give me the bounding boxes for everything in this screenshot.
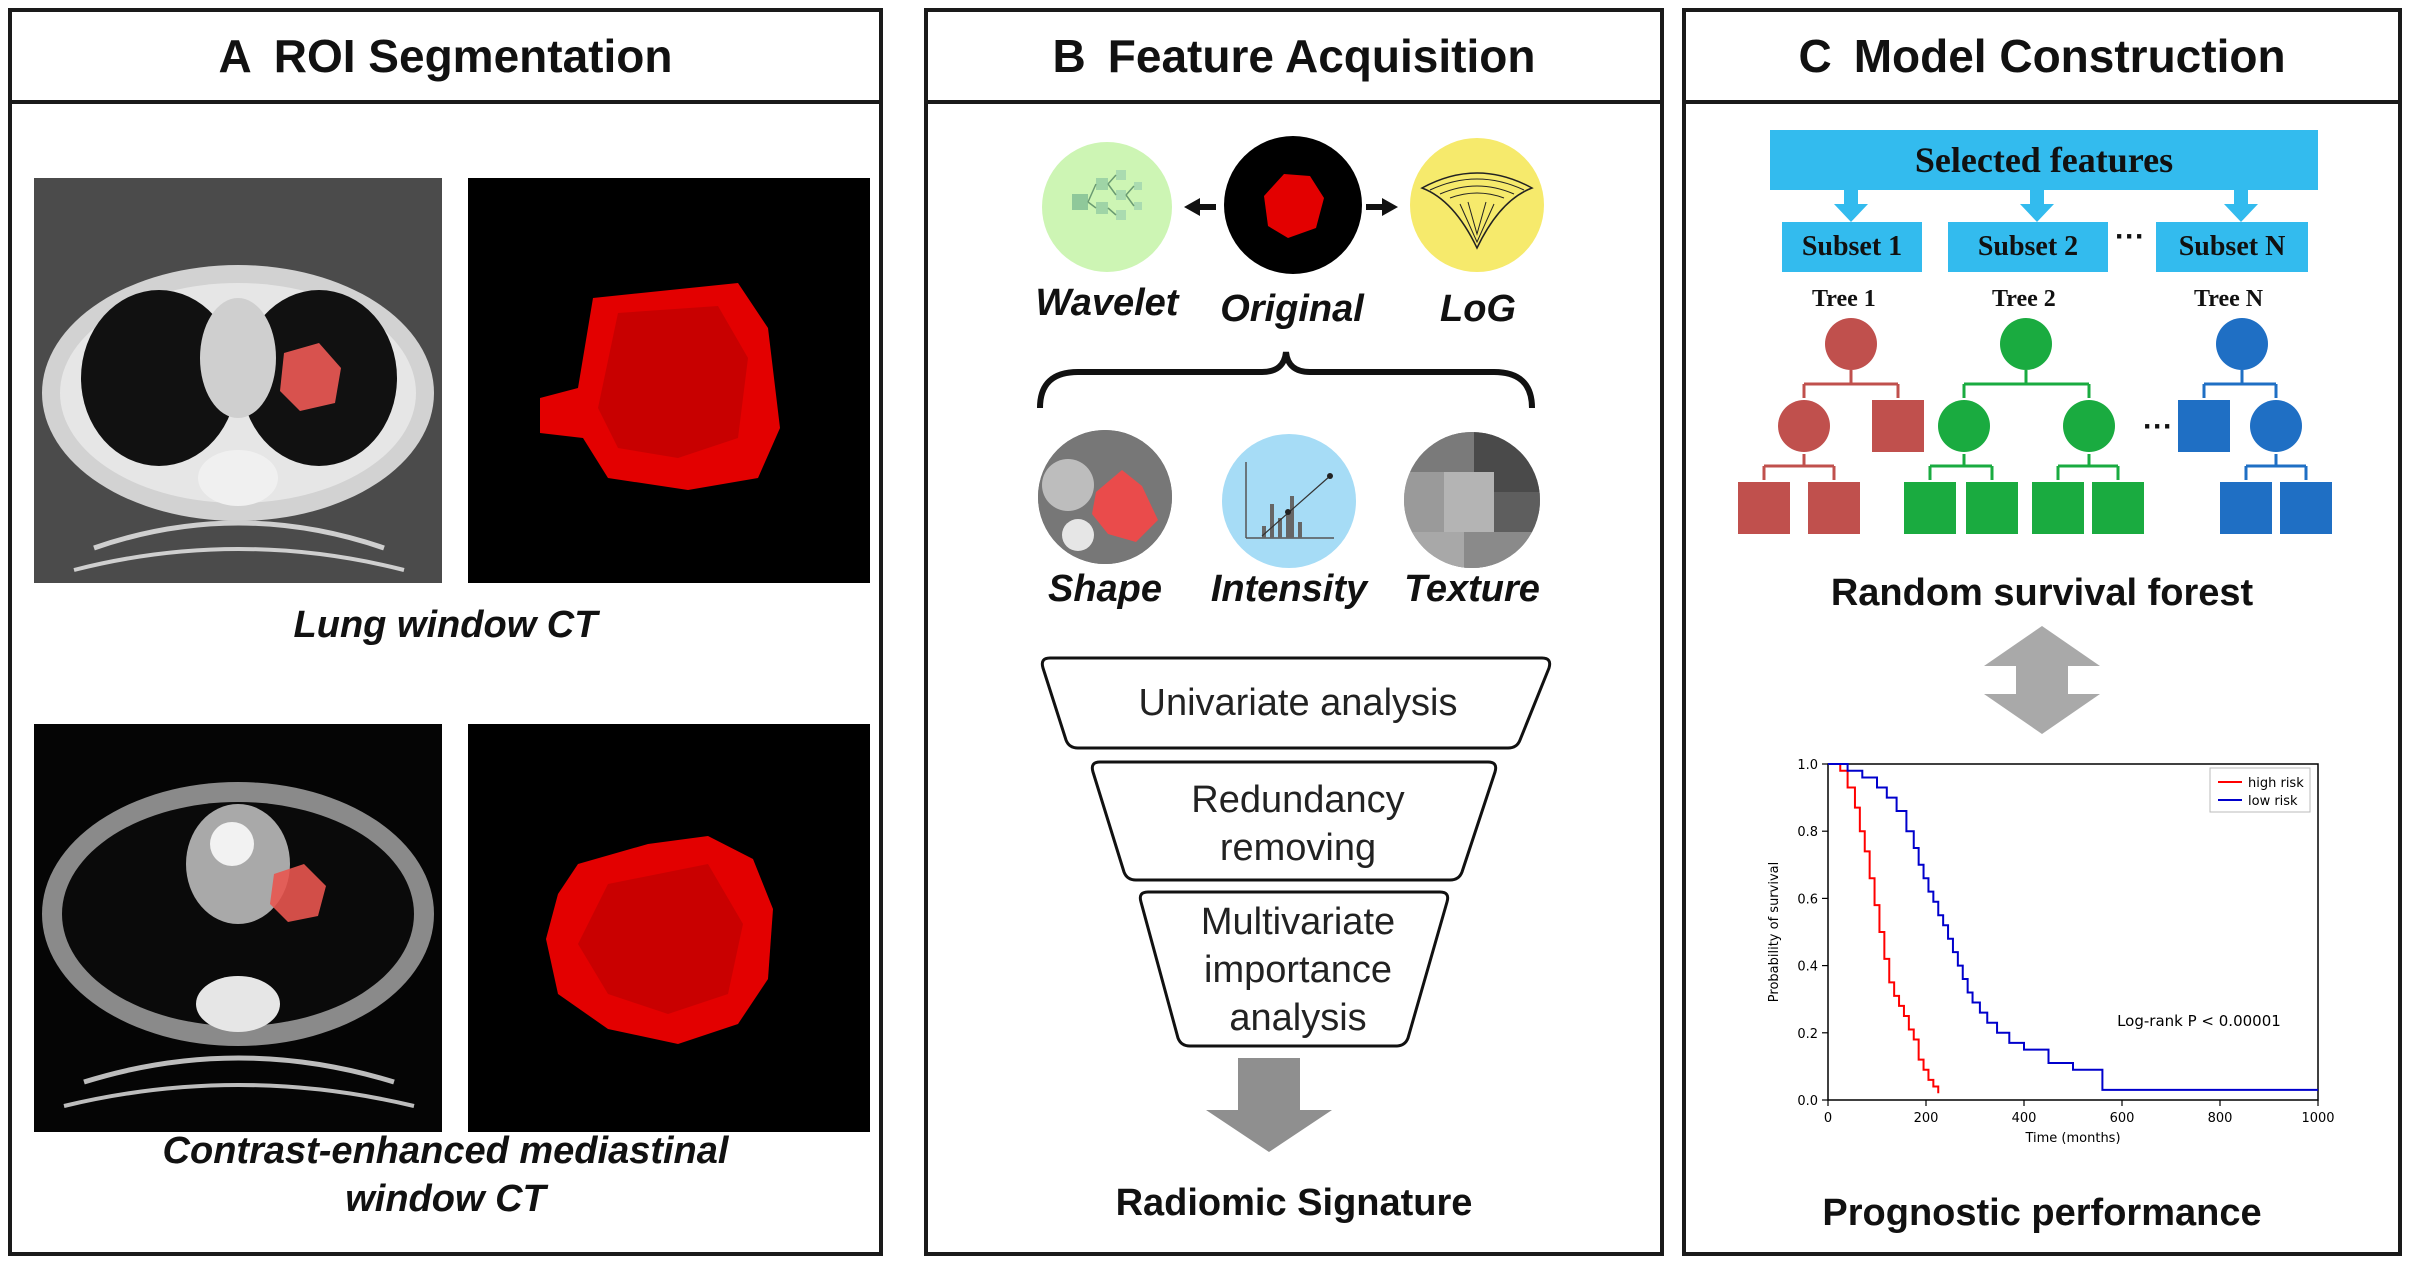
panel-b-title: Feature Acquisition: [1107, 30, 1536, 82]
caption-lung-window: Lung window CT: [293, 604, 598, 646]
subset-arrows: [1834, 190, 2258, 222]
x-tick-label: 200: [1914, 1111, 1939, 1126]
panel-c-title: Model Construction: [1853, 30, 2286, 82]
lung-window-roi-3d: [468, 178, 870, 583]
tree-2-leaf: [1966, 482, 2018, 534]
tree-1-node: [1778, 400, 1830, 452]
subset-n-box: Subset N: [2156, 222, 2308, 272]
prognostic-performance-label: Prognostic performance: [1822, 1192, 2262, 1234]
log-label: LoG: [1440, 288, 1516, 330]
panel-model-construction: C Model Construction Selected features S…: [1682, 8, 2402, 1256]
multivariate-step-line1: Multivariate: [1200, 901, 1396, 943]
survival-trees: [1738, 318, 2332, 734]
tree-n-leaf: [2280, 482, 2332, 534]
original-label: Original: [1220, 288, 1364, 330]
univariate-analysis-step: Univariate analysis: [1138, 682, 1458, 724]
y-tick-label: 0.2: [1797, 1027, 1818, 1042]
tree-n-node: [2250, 400, 2302, 452]
log-filter-icon: [1410, 138, 1544, 272]
panel-c-header: C Model Construction: [1686, 12, 2398, 104]
tree-1-root-node: [1825, 318, 1877, 370]
y-tick-label: 0.8: [1797, 825, 1818, 840]
tree-n-label: Tree N: [2194, 286, 2264, 312]
plot-frame: [1827, 763, 2319, 1101]
y-tick-label: 1.0: [1797, 758, 1818, 773]
selection-funnel: [1040, 656, 1552, 1152]
texture-label: Texture: [1404, 568, 1540, 610]
intensity-label: Intensity: [1210, 568, 1368, 610]
x-axis-label: Time (months): [2024, 1131, 2120, 1146]
shape-feature-icon: [1038, 430, 1172, 564]
tree-2-node: [1938, 400, 1990, 452]
tree-2-leaf: [2092, 482, 2144, 534]
y-tick-label: 0.6: [1797, 892, 1818, 907]
mediastinal-window-ct-image: [34, 724, 442, 1132]
caption-mediastinal-line2: window CT: [345, 1178, 546, 1220]
tree-1-diagram: [1762, 370, 1900, 480]
panel-a-title: ROI Segmentation: [273, 30, 673, 82]
tree-n-diagram: [2202, 370, 2308, 480]
legend-label: low risk: [2248, 794, 2298, 809]
panel-b-letter: B: [1052, 30, 1086, 82]
tree-n-leaf: [2220, 482, 2272, 534]
panel-a-header: A ROI Segmentation: [12, 12, 879, 104]
x-tick-label: 800: [2208, 1111, 2233, 1126]
filter-arrows: [1184, 198, 1398, 216]
shape-label: Shape: [1047, 568, 1163, 610]
multivariate-step-line2: importance: [1204, 949, 1392, 991]
intensity-feature-icon: [1222, 434, 1356, 568]
x-tick-label: 400: [2012, 1111, 2037, 1126]
panel-c-letter: C: [1798, 30, 1832, 82]
multivariate-step-line3: analysis: [1229, 997, 1367, 1039]
texture-feature-icon: [1404, 432, 1540, 568]
y-tick-label: 0.4: [1797, 960, 1818, 975]
chart-legend: [2209, 767, 2311, 813]
wavelet-label: Wavelet: [1035, 282, 1179, 324]
redundancy-step-line1: Redundancy: [1191, 779, 1405, 821]
tree-2-leaf: [2032, 482, 2084, 534]
tree-2-root-node: [2000, 318, 2052, 370]
subset-2-box: Subset 2: [1948, 222, 2108, 272]
curly-brace: [1037, 351, 1535, 409]
redundancy-step-line2: removing: [1219, 827, 1377, 869]
selected-features-box: Selected features: [1770, 130, 2318, 190]
subset-1-box: Subset 1: [1782, 222, 1922, 272]
y-tick-label: 0.0: [1797, 1094, 1818, 1109]
double-arrow: [1984, 626, 2100, 734]
subset-ellipsis: ···: [2115, 220, 2145, 253]
panel-roi-segmentation: A ROI Segmentation Lung window CT: [8, 8, 883, 1256]
tree-2-node: [2063, 400, 2115, 452]
survival-curve-high-risk: [1828, 763, 1940, 1094]
survival-curve-low-risk: [1828, 763, 2318, 1091]
tree-1-leaf: [1808, 482, 1860, 534]
tree-1-leaf: [1738, 482, 1790, 534]
survival-curve-chart: 0 200 400 600 800 1000 0.0 0.2 0.4 0.6 0.8 1.0Time …: [1767, 758, 2335, 1146]
panel-b-header: B Feature Acquisition: [928, 12, 1660, 104]
tree-2-diagram: [1928, 370, 2120, 480]
radiomic-signature-label: Radiomic Signature: [1115, 1182, 1473, 1224]
random-survival-forest-label: Random survival forest: [1830, 572, 2254, 614]
tree-ellipsis: ···: [2143, 410, 2173, 443]
caption-mediastinal-line1: Contrast-enhanced mediastinal: [162, 1130, 729, 1172]
tree-2-leaf: [1904, 482, 1956, 534]
log-rank-annotation: Log-rank P < 0.00001: [2117, 1012, 2281, 1030]
wavelet-filter-icon: [1042, 142, 1172, 272]
legend-label: high risk: [2248, 776, 2304, 791]
tree-1-leaf: [1872, 400, 1924, 452]
original-roi-icon: [1224, 136, 1362, 274]
x-tick-label: 0: [1824, 1111, 1832, 1126]
tree-1-label: Tree 1: [1812, 286, 1876, 312]
y-axis-label: Probability of survival: [1767, 862, 1782, 1002]
x-tick-label: 1000: [2301, 1111, 2334, 1126]
tree-n-root-node: [2216, 318, 2268, 370]
tree-n-leaf: [2178, 400, 2230, 452]
tree-2-label: Tree 2: [1992, 286, 2056, 312]
mediastinal-window-roi-3d: [468, 724, 870, 1132]
panel-a-letter: A: [218, 30, 252, 82]
panel-feature-acquisition: B Feature Acquisition Wavelet Origina: [924, 8, 1664, 1256]
lung-window-ct-image: [34, 178, 442, 583]
x-tick-label: 600: [2110, 1111, 2135, 1126]
